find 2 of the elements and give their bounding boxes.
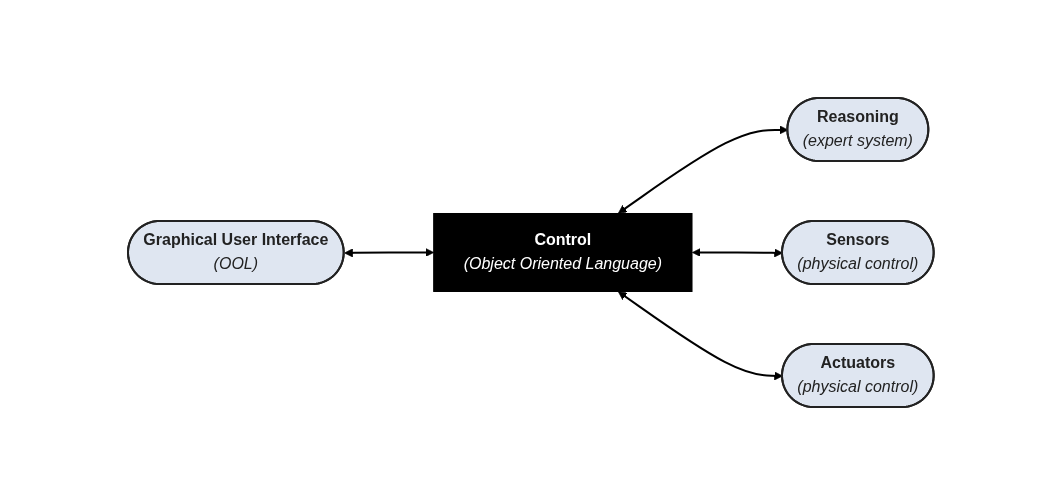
node-box: Control (Object Oriented Language) xyxy=(433,212,693,292)
arrow xyxy=(344,247,435,257)
